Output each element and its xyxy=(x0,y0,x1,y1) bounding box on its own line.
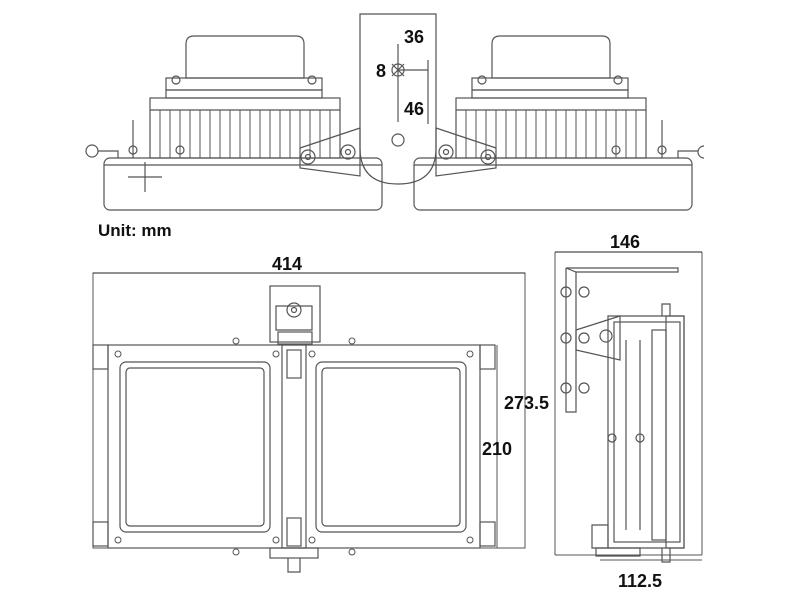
dimension-8: 8 xyxy=(376,61,387,81)
top-view-right-housing xyxy=(413,35,705,211)
dimension-273-5: 273.5 xyxy=(504,393,550,413)
dimension-146: 146 xyxy=(610,232,641,252)
front-view xyxy=(92,272,526,573)
top-view-center-bracket xyxy=(299,13,497,185)
side-view xyxy=(554,251,703,563)
unit-label: Unit: mm xyxy=(98,221,172,240)
dimension-210: 210 xyxy=(482,439,513,459)
dimension-112-5: 112.5 xyxy=(618,571,663,591)
dimension-46: 46 xyxy=(404,99,425,119)
top-view-left-housing xyxy=(85,35,383,211)
dimension-414: 414 xyxy=(272,254,303,274)
top-view xyxy=(85,13,705,211)
dimension-36: 36 xyxy=(404,27,425,47)
dimension-lines xyxy=(93,251,702,274)
